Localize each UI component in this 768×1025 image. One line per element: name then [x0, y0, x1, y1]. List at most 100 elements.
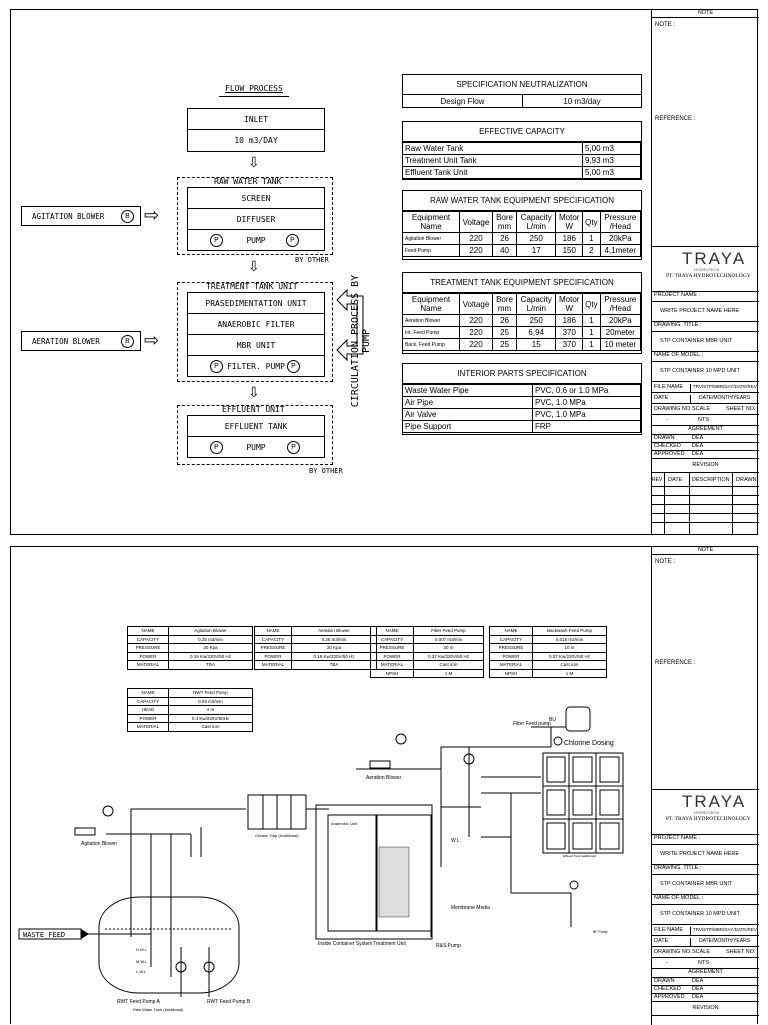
company-name: PT. TRAYA HYDROTECHNOLOGY [666, 816, 751, 822]
model-label: NAME OF MODEL : [652, 352, 759, 362]
flow-title-underline [219, 96, 289, 97]
raw-equip-grid: Equipment Name Voltage Bore mm Capacity … [402, 211, 642, 257]
effluent-inner-box: EFFLUENT TANK PUMP P P [187, 415, 325, 458]
filter-pump-label: FILTER. PUMP [227, 361, 285, 371]
flow-title: FLOW PROCESS [225, 84, 283, 93]
agitation-blower-pid-label: Agitation Blower [81, 841, 117, 847]
right-arrow-icon: ⇨ [144, 330, 160, 350]
model-label: NAME OF MODEL : [652, 895, 759, 905]
design-flow-value: 10 m3/day [563, 96, 601, 106]
pump-symbol-right: P [287, 441, 300, 454]
pump-symbol-right: P [286, 234, 299, 247]
raw-water-tank-label: RAW WATER TANK [214, 177, 282, 186]
blower-symbol: B [121, 335, 134, 348]
agitation-blower-label: AGITATION BLOWER [32, 212, 105, 221]
drawing-title: STP CONTAINER MBR UNIT [652, 332, 759, 352]
logo: TRAYA [682, 792, 747, 811]
raw-equipment-table: RAW WATER TANK EQUIPMENT SPECIFICATION E… [402, 190, 642, 260]
effluent-unit-label: EFFLUENT UNIT [222, 405, 285, 414]
agreement-row: AGREEMENT [652, 426, 759, 435]
mbr-label: MBR UNIT [188, 335, 324, 356]
project-name: WRITE PROJECT NAME HERE [652, 845, 759, 865]
drawing-title: STP CONTAINER MBR UNIT [652, 875, 759, 895]
mwl-label: M.W.L [136, 959, 148, 964]
membrane-label: Membrane Media [451, 905, 490, 911]
project-name: WRITE PROJECT NAME HERE [652, 302, 759, 322]
effluent-tank-label: Effluent Tank (additional) [563, 854, 596, 858]
date-row: DATE DATE/MONTH/YEARS [652, 393, 759, 404]
note-header: NOTE [652, 547, 759, 555]
waste-feed-label: WASTE FEED [23, 931, 65, 939]
inlet-label: INLET [188, 109, 324, 130]
down-arrow-icon: ⇩ [248, 258, 260, 274]
revision-header: REVISION [652, 1002, 759, 1016]
scale-values-row: - NTS [652, 415, 759, 426]
rwt-pump-b-label: RWT Feed Pump B [207, 999, 251, 1005]
scale-values-row: - NTS [652, 958, 759, 969]
table-header: Equipment Name Voltage Bore mm Capacity … [402, 211, 642, 233]
pump-label: PUMP [246, 235, 266, 245]
project-name-label: PROJECT NAME : [652, 292, 759, 302]
drawing-no-row: DRAWING NO. SCALE SHEET NO. [652, 947, 759, 958]
circulation-label: CIRCULATION PROCESS BY PUMP [350, 274, 372, 408]
project-name-label: PROJECT NAME : [652, 835, 759, 845]
raw-water-tank-group: RAW WATER TANK SCREEN DIFFUSER PUMP P P [177, 177, 333, 255]
chlorine-tank [565, 706, 591, 732]
inside-container-label: Inside Container System [318, 941, 372, 947]
effluent-tank-label: EFFLUENT TANK [188, 416, 324, 437]
pump-symbol-left: P [210, 360, 223, 373]
membrane-tank [376, 814, 432, 932]
date-row: DATE DATE/MONTH/YEARS [652, 936, 759, 947]
inlet-box: INLET 10 m3/DAY [187, 108, 325, 152]
treatment-tank-group: TREATMENT TANK UNIT PRASEDIMENTATION UNI… [177, 282, 333, 382]
anaerobic-label: Anaerobic Unit [331, 821, 358, 826]
capacity-title: EFFECTIVE CAPACITY [403, 122, 641, 142]
logo-sub: HYDROTECH [694, 810, 720, 815]
title-block-2: NOTE NOTE : REFERENCE : TRAYA HYDROTECH … [651, 547, 759, 1025]
inlet-flow: 10 m3/DAY [234, 136, 278, 145]
aeration-blower-label: AERATION BLOWER [32, 337, 100, 346]
by-other-label-1: BY OTHER [295, 256, 329, 264]
pump-symbol-right: P [287, 360, 300, 373]
aeration-blower-box: AERATION BLOWER B [21, 331, 141, 351]
by-other-label-2: BY OTHER [309, 467, 343, 475]
drawing-title-label: DRAWING. TITLE : [652, 322, 759, 332]
agreement-row: AGREEMENT [652, 969, 759, 978]
revision-columns: REV DATE DESCRIPTION DRAWN [652, 473, 759, 487]
interior-title: INTERIOR PARTS SPECIFICATION [403, 364, 641, 384]
logo-sub: HYDROTECH [694, 267, 720, 272]
bu-label: BU [549, 717, 556, 723]
anaerobic-unit [327, 814, 377, 932]
